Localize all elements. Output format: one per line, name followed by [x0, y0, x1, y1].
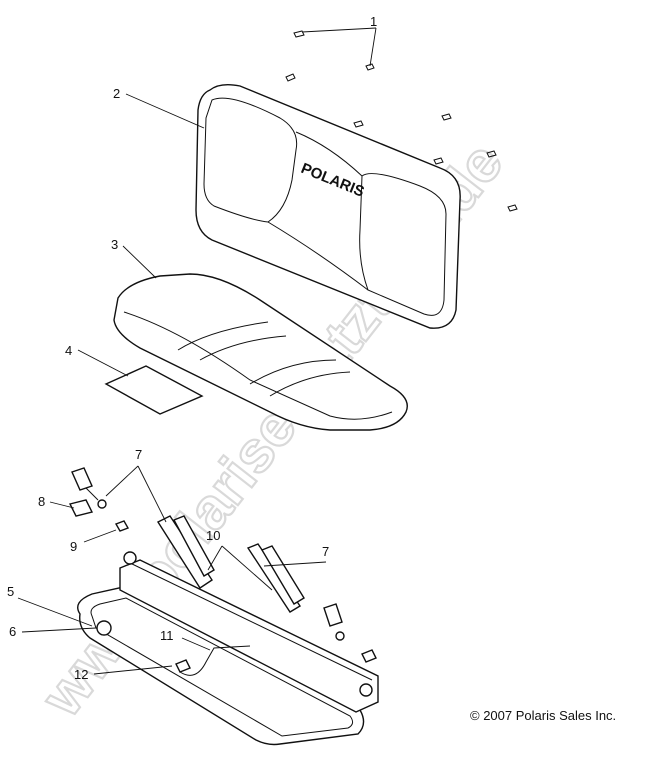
- callout-12: 12: [74, 667, 88, 682]
- seat-belt-left: [71, 467, 215, 589]
- cable-connector: [175, 659, 191, 673]
- seat-back: POLARIS: [195, 83, 461, 329]
- grommet: [96, 620, 112, 636]
- callout-7-right: 7: [322, 544, 329, 559]
- bolt-right: [361, 649, 377, 663]
- seat-belt-right: [246, 543, 345, 641]
- cable: [179, 645, 251, 676]
- callout-8: 8: [38, 494, 45, 509]
- callout-1: 1: [370, 14, 377, 29]
- callout-10: 10: [206, 528, 220, 543]
- callout-7-left: 7: [135, 447, 142, 462]
- leader-lines: [17, 27, 377, 675]
- seat-base-frame: [77, 551, 379, 746]
- callout-5: 5: [7, 584, 14, 599]
- label-plate: [104, 365, 204, 415]
- callout-3: 3: [111, 237, 118, 252]
- callout-4: 4: [65, 343, 72, 358]
- nut-9: [114, 520, 130, 532]
- callout-6: 6: [9, 624, 16, 639]
- callout-9: 9: [70, 539, 77, 554]
- callout-labels: 1 2 3 4 5 6 7 7 8 9 10 11 12: [7, 14, 377, 682]
- copyright-notice: © 2007 Polaris Sales Inc.: [470, 708, 617, 723]
- callout-11: 11: [160, 628, 174, 643]
- seat-bottom: [113, 273, 408, 431]
- bolt-8: [68, 499, 94, 517]
- callout-2: 2: [113, 86, 120, 101]
